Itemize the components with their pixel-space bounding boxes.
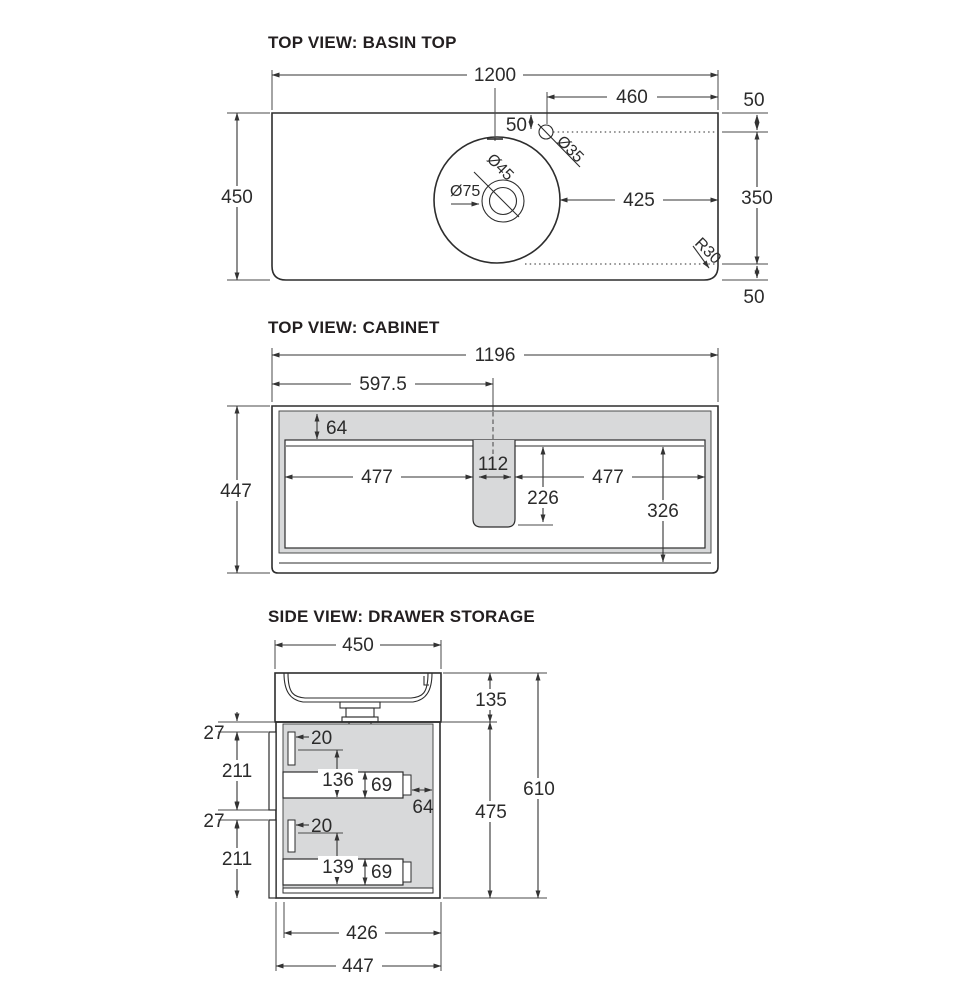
tap-hole-circle xyxy=(538,124,554,140)
dim-326: 326 xyxy=(640,446,686,563)
dim-64-side: 64 xyxy=(411,787,434,818)
dim-211-b-label: 211 xyxy=(222,849,252,870)
dim-597-5-label: 597.5 xyxy=(359,374,407,395)
bottom-panel xyxy=(282,887,434,894)
dim-477-left: 477 xyxy=(284,466,474,488)
dim-450-side-label: 450 xyxy=(342,635,374,656)
dim-27-b-label: 27 xyxy=(203,811,224,832)
dim-139-label: 139 xyxy=(322,857,354,878)
dim-610-label: 610 xyxy=(523,779,555,800)
dia45-leader-line xyxy=(473,171,520,218)
dim-477-right-label: 477 xyxy=(592,467,624,488)
benchtop-outline xyxy=(271,112,719,281)
drawer-front-groove-1 xyxy=(287,731,296,766)
drawer-runner-2 xyxy=(402,861,412,883)
dim-20-a-label: 20 xyxy=(311,728,332,749)
dia45-label: Ø45 xyxy=(483,151,516,184)
dim-27-a: 27 xyxy=(203,712,240,744)
dim-447-cabinet: 447 xyxy=(214,405,258,574)
basin-top-title: TOP VIEW: BASIN TOP xyxy=(268,33,457,52)
drawer-side-title: SIDE VIEW: DRAWER STORAGE xyxy=(268,607,535,626)
dim-64-side-label: 64 xyxy=(412,797,434,818)
drain-outer-circle xyxy=(481,179,525,223)
dim-426: 426 xyxy=(283,922,442,944)
cabinet-top-title: TOP VIEW: CABINET xyxy=(268,318,440,337)
centre-channel xyxy=(472,440,516,528)
dim-226-label: 226 xyxy=(527,488,559,509)
view-drawer-side: SIDE VIEW: DRAWER STORAGE xyxy=(203,607,560,977)
dim-69-b-label: 69 xyxy=(371,862,392,883)
overflow-detail xyxy=(423,676,429,686)
dim-450-label: 450 xyxy=(221,187,253,208)
dim-447-cabinet-label: 447 xyxy=(220,481,252,502)
dim-27-b: 27 xyxy=(203,800,240,832)
drawer-front-groove-2 xyxy=(287,819,296,853)
dim-211-b: 211 xyxy=(216,819,258,899)
dim-477-right: 477 xyxy=(514,466,706,488)
dim-597-5: 597.5 xyxy=(271,373,494,395)
dim-425-label: 425 xyxy=(623,190,655,211)
cabinet-outline xyxy=(271,405,719,574)
dim-211-a: 211 xyxy=(216,731,258,811)
r30-label: R30 xyxy=(691,235,724,268)
dim-50-top-right-label: 50 xyxy=(743,90,764,111)
dim-69-a: 69 xyxy=(362,771,392,799)
dim-139: 139 xyxy=(298,832,358,885)
dim-64-cabinet-label: 64 xyxy=(326,418,348,439)
dim-426-label: 426 xyxy=(346,923,378,944)
drain-inner-circle xyxy=(488,186,518,216)
dim-112-label: 112 xyxy=(478,454,508,475)
dim-211-a-label: 211 xyxy=(222,761,252,782)
dim-135-label: 135 xyxy=(475,690,507,711)
drawer-front-2 xyxy=(268,819,277,899)
dim-136: 136 xyxy=(298,749,358,798)
dim-350-label: 350 xyxy=(741,188,773,209)
dim-460: 460 xyxy=(546,87,719,108)
drawer-runner-1 xyxy=(402,774,412,796)
dim-475-label: 475 xyxy=(475,802,507,823)
dim-450-side: 450 xyxy=(274,634,442,656)
dim-50-center: 50 xyxy=(506,114,534,136)
drawer-front-1 xyxy=(268,731,277,811)
bowl-inner-line xyxy=(287,672,429,699)
dim-50-bottom-right-label: 50 xyxy=(743,287,764,308)
dim-69-a-label: 69 xyxy=(371,775,392,796)
dim-20-b: 20 xyxy=(295,816,332,837)
dim-450: 450 xyxy=(215,112,259,281)
dim-135: 135 xyxy=(471,672,511,723)
dim-50-bottom-right: 50 xyxy=(743,265,765,308)
dim-610: 610 xyxy=(518,672,560,899)
dim-64-cabinet: 64 xyxy=(314,413,348,440)
dia35-leader-line xyxy=(537,123,581,168)
dim-1200: 1200 xyxy=(271,64,719,86)
dim-447-side-label: 447 xyxy=(342,956,374,977)
dim-20-a: 20 xyxy=(295,728,332,749)
dim-326-label: 326 xyxy=(647,501,679,522)
dia75-label: Ø75 xyxy=(450,183,480,200)
view-basin-top: TOP VIEW: BASIN TOP Ø45 Ø75 xyxy=(215,33,779,308)
dim-50-center-label: 50 xyxy=(506,115,527,136)
dim-425: 425 xyxy=(559,189,719,211)
dim-27-a-label: 27 xyxy=(203,723,224,744)
dim-112: 112 xyxy=(478,454,512,480)
dim-475: 475 xyxy=(470,721,512,899)
dim-447-side: 447 xyxy=(275,955,442,977)
dim-1200-label: 1200 xyxy=(474,65,516,86)
dim-136-label: 136 xyxy=(322,770,354,791)
view-cabinet-top: TOP VIEW: CABINET 1196 597.5 xyxy=(214,318,719,574)
dim-460-label: 460 xyxy=(616,87,648,108)
dia35-label: Ø35 xyxy=(553,133,586,166)
dim-350: 350 xyxy=(735,131,779,265)
dim-226: 226 xyxy=(518,446,566,526)
dim-20-b-label: 20 xyxy=(311,816,332,837)
dim-1196-label: 1196 xyxy=(475,345,516,366)
drain-trap xyxy=(339,701,381,728)
dim-1196: 1196 xyxy=(271,344,719,366)
dim-69-b: 69 xyxy=(362,858,392,886)
dim-477-left-label: 477 xyxy=(361,467,393,488)
r30-leader xyxy=(692,245,710,269)
